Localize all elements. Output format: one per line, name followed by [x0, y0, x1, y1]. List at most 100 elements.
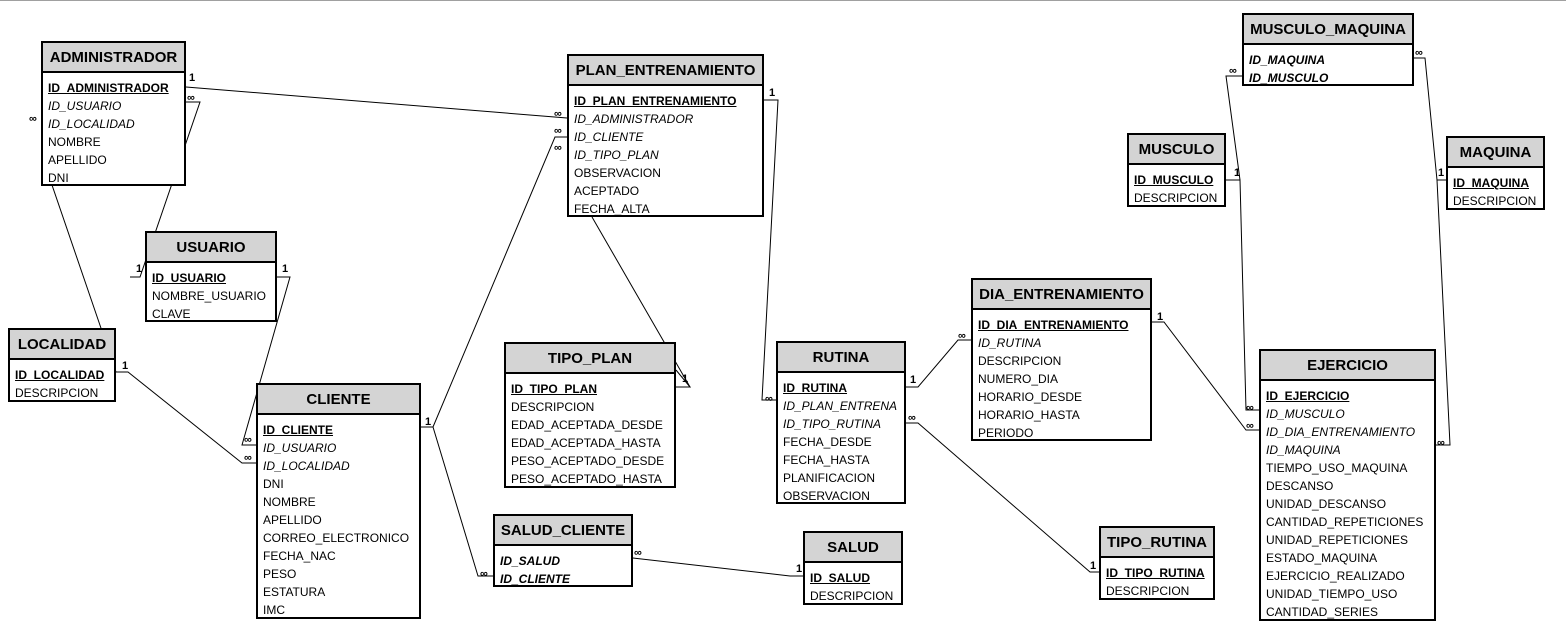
- card-many: ∞: [1229, 65, 1237, 77]
- primary-key-field: ID_LOCALIDAD: [15, 368, 105, 382]
- card-many: ∞: [480, 568, 488, 580]
- rel-maquina-musmaq: [1414, 57, 1447, 181]
- entity-title: DIA_ENTRENAMIENTO: [973, 280, 1150, 310]
- attribute-field: DESCRIPCION: [15, 386, 99, 400]
- attribute-field: EDAD_ACEPTADA_HASTA: [511, 436, 661, 450]
- entity-plan-entrenamiento[interactable]: PLAN_ENTRENAMIENTO ID_PLAN_ENTRENAMIENTO I…: [567, 54, 764, 217]
- foreign-key-field: ID_MUSCULO: [1249, 71, 1329, 85]
- card-many: ∞: [1246, 402, 1254, 414]
- card-many: ∞: [908, 412, 916, 424]
- entity-title: EJERCICIO: [1261, 351, 1434, 381]
- attribute-field: NOMBRE_USUARIO: [152, 289, 267, 303]
- field-list: ID_MAQUINA ID_MUSCULO: [1244, 45, 1412, 89]
- card-one: 1: [1090, 560, 1096, 572]
- foreign-key-field: ID_USUARIO: [263, 441, 337, 455]
- card-one: 1: [1234, 167, 1240, 179]
- entity-title: SALUD: [805, 533, 901, 563]
- entity-title: CLIENTE: [258, 385, 419, 415]
- rel-admin-plan: [185, 86, 568, 119]
- rel-maquina-ejercicio: [1436, 179, 1451, 446]
- rel-rutina-tiporutina: [906, 422, 1099, 573]
- card-one: 1: [136, 263, 142, 275]
- attribute-field: TIEMPO_USO_MAQUINA: [1266, 461, 1408, 475]
- attribute-field: DESCRIPCION: [978, 354, 1062, 368]
- foreign-key-field: ID_TIPO_PLAN: [574, 148, 659, 162]
- card-many: ∞: [244, 434, 252, 446]
- card-many: ∞: [1437, 437, 1445, 449]
- entity-title: LOCALIDAD: [10, 330, 114, 360]
- attribute-field: CANTIDAD_SERIES: [1266, 605, 1379, 619]
- attribute-field: FECHA_ALTA: [574, 202, 650, 216]
- rel-cliente-saludcliente: [421, 426, 493, 577]
- attribute-field: DESCRIPCION: [511, 400, 595, 414]
- field-list: ID_LOCALIDAD DESCRIPCION: [10, 360, 114, 404]
- foreign-key-field: ID_CLIENTE: [500, 572, 571, 586]
- entity-title: TIPO_RUTINA: [1101, 528, 1213, 558]
- card-many: ∞: [554, 142, 562, 154]
- rel-musculo-ejercicio: [1226, 179, 1260, 411]
- card-one: 1: [910, 374, 916, 386]
- card-one: 1: [189, 72, 195, 84]
- card-one: 1: [796, 563, 802, 575]
- rel-usuario-admin: [130, 101, 201, 278]
- foreign-key-field: ID_LOCALIDAD: [263, 459, 350, 473]
- attribute-field: CORREO_ELECTRONICO: [263, 531, 410, 545]
- entity-title: MAQUINA: [1448, 138, 1543, 168]
- attribute-field: EDAD_ACEPTADA_DESDE: [511, 418, 663, 432]
- attribute-field: PLANIFICACION: [783, 471, 876, 485]
- attribute-field: UNIDAD_REPETICIONES: [1266, 533, 1409, 547]
- attribute-field: FECHA_HASTA: [783, 453, 870, 467]
- foreign-key-field: ID_LOCALIDAD: [48, 117, 135, 131]
- attribute-field: DESCANSO: [1266, 479, 1334, 493]
- field-list: ID_TIPO_PLAN DESCRIPCION EDAD_ACEPTADA_DES…: [506, 374, 674, 490]
- foreign-key-field: ID_SALUD: [500, 554, 561, 568]
- field-list: ID_SALUD ID_CLIENTE: [495, 546, 631, 590]
- rel-musculo-musmaq: [1225, 75, 1243, 181]
- foreign-key-field: ID_MAQUINA: [1249, 53, 1326, 67]
- primary-key-field: ID_PLAN_ENTRENAMIENTO: [574, 94, 737, 108]
- foreign-key-field: ID_CLIENTE: [574, 130, 644, 144]
- card-one: 1: [769, 87, 775, 99]
- card-many: ∞: [765, 393, 773, 405]
- card-many: ∞: [29, 113, 37, 125]
- attribute-field: DESCRIPCION: [810, 589, 894, 603]
- entity-localidad[interactable]: LOCALIDAD ID_LOCALIDAD DESCRIPCION: [8, 328, 116, 402]
- card-many: ∞: [554, 125, 562, 137]
- card-one: 1: [425, 416, 431, 428]
- card-many: ∞: [554, 108, 562, 120]
- entity-title: PLAN_ENTRENAMIENTO: [569, 56, 762, 86]
- attribute-field: DNI: [48, 171, 69, 185]
- foreign-key-field: ID_PLAN_ENTRENA: [783, 399, 898, 413]
- card-many: ∞: [187, 92, 195, 104]
- card-many: ∞: [1415, 47, 1423, 59]
- primary-key-field: ID_DIA_ENTRENAMIENTO: [978, 318, 1129, 332]
- card-one: 1: [282, 263, 288, 275]
- primary-key-field: ID_EJERCICIO: [1266, 389, 1350, 403]
- rel-dia-ejercicio: [1152, 321, 1260, 431]
- primary-key-field: ID_USUARIO: [152, 271, 227, 285]
- rel-localidad-cliente: [116, 371, 257, 464]
- attribute-field: NOMBRE: [263, 495, 316, 509]
- entity-salud[interactable]: SALUD ID_SALUD DESCRIPCION: [803, 531, 903, 605]
- top-border: [0, 0, 1566, 1]
- card-one: 1: [1157, 311, 1163, 323]
- primary-key-field: ID_SALUD: [810, 571, 871, 585]
- primary-key-field: ID_TIPO_PLAN: [511, 382, 598, 396]
- attribute-field: APELLIDO: [263, 513, 322, 527]
